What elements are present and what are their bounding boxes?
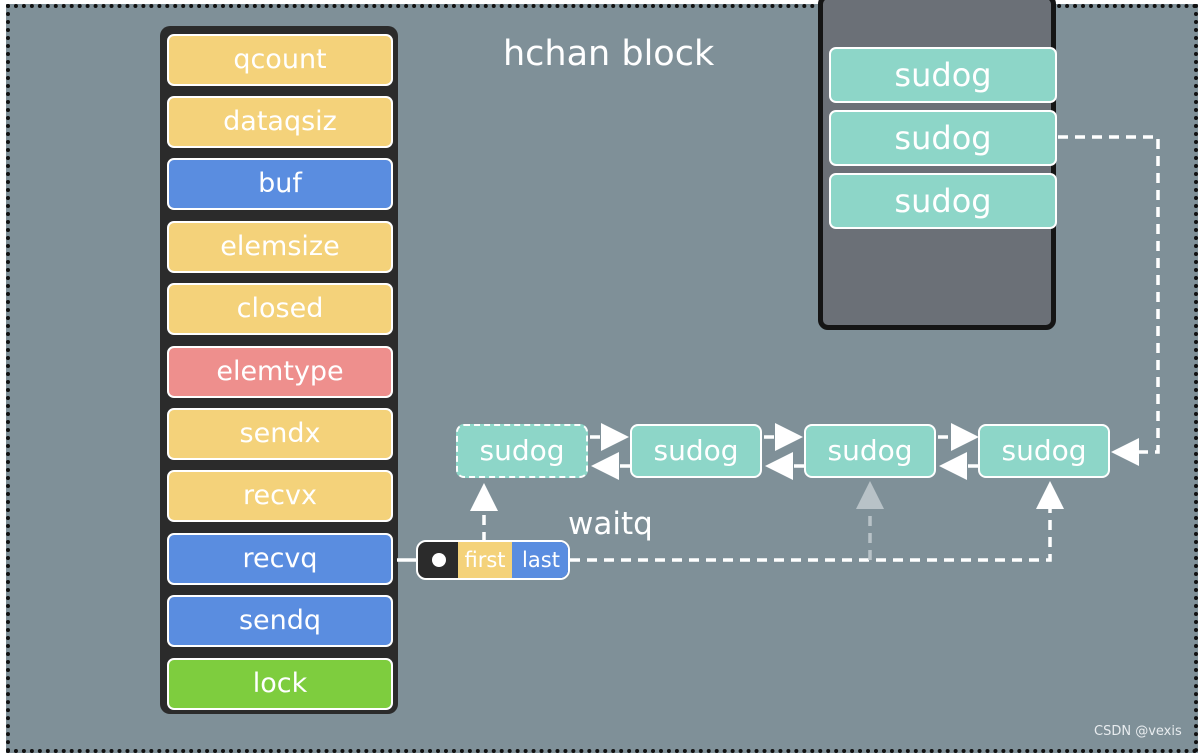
field-sendx: sendx — [167, 408, 393, 460]
field-dataqsiz: dataqsiz — [167, 96, 393, 148]
queue-sudog: sudog — [978, 424, 1110, 478]
field-buf: buf — [167, 158, 393, 210]
field-sendq: sendq — [167, 595, 393, 647]
stack-sudog: sudog — [829, 47, 1057, 103]
field-elemtype: elemtype — [167, 346, 393, 398]
field-recvx: recvx — [167, 470, 393, 522]
hchan-struct: qcount dataqsiz buf elemsize closed elem… — [160, 26, 398, 714]
field-lock: lock — [167, 658, 393, 710]
waitq-label: waitq — [568, 506, 653, 542]
field-recvq: recvq — [167, 533, 393, 585]
goroutine-stack: sudog sudog sudog — [818, 0, 1057, 330]
last-pointer-link — [570, 481, 1064, 562]
stack-sudog: sudog — [829, 110, 1057, 166]
watermark: CSDN @vexis — [1094, 724, 1182, 739]
stack-sudog: sudog — [829, 173, 1057, 229]
waitq-first: first — [458, 542, 512, 578]
queue-sudog: sudog — [456, 424, 588, 478]
field-closed: closed — [167, 283, 393, 335]
waitq-struct: first last — [416, 540, 570, 580]
field-qcount: qcount — [167, 34, 393, 86]
waitq-last: last — [512, 542, 568, 578]
diagram-title: hchan block — [503, 34, 715, 74]
pointer-dot — [432, 553, 446, 567]
queue-sudog: sudog — [630, 424, 762, 478]
field-elemsize: elemsize — [167, 221, 393, 273]
stack-to-queue-link — [1058, 135, 1160, 466]
queue-sudog: sudog — [804, 424, 936, 478]
